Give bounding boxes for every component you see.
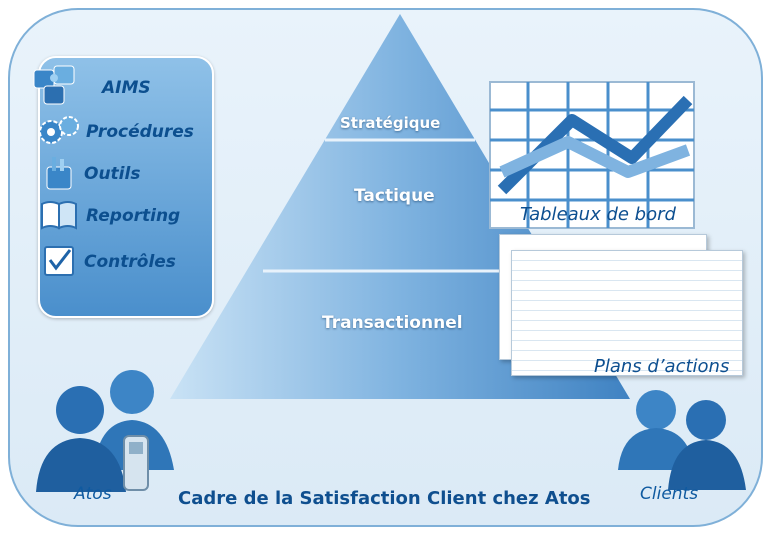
clients-people-icon <box>618 390 746 490</box>
puzzle-icon <box>33 65 75 105</box>
clients-caption: Clients <box>640 484 699 504</box>
action-plan-sheet-front <box>511 250 743 376</box>
dashboard-chart-image <box>489 81 695 229</box>
diagram-title: Cadre de la Satisfaction Client chez Ato… <box>178 488 591 509</box>
sidebar-item-outils: Outils <box>84 164 141 184</box>
sidebar-item-controles: Contrôles <box>84 252 176 272</box>
checklist-icon <box>44 246 74 276</box>
sidebar-item-aims: AIMS <box>102 78 151 98</box>
level-transactionnel: Transactionnel <box>322 313 463 333</box>
sidebar-item-reporting: Reporting <box>86 206 181 226</box>
gears-icon <box>39 116 79 144</box>
book-icon <box>41 201 77 230</box>
tableaux-caption: Tableaux de bord <box>520 204 676 225</box>
plans-caption: Plans d’actions <box>594 356 730 377</box>
atos-caption: Atos <box>74 484 112 504</box>
toolbox-icon <box>46 157 72 190</box>
sidebar-item-procedures: Procédures <box>86 122 194 142</box>
atos-people-icon <box>36 370 174 492</box>
level-strategique: Stratégique <box>340 114 441 132</box>
level-tactique: Tactique <box>354 186 435 206</box>
